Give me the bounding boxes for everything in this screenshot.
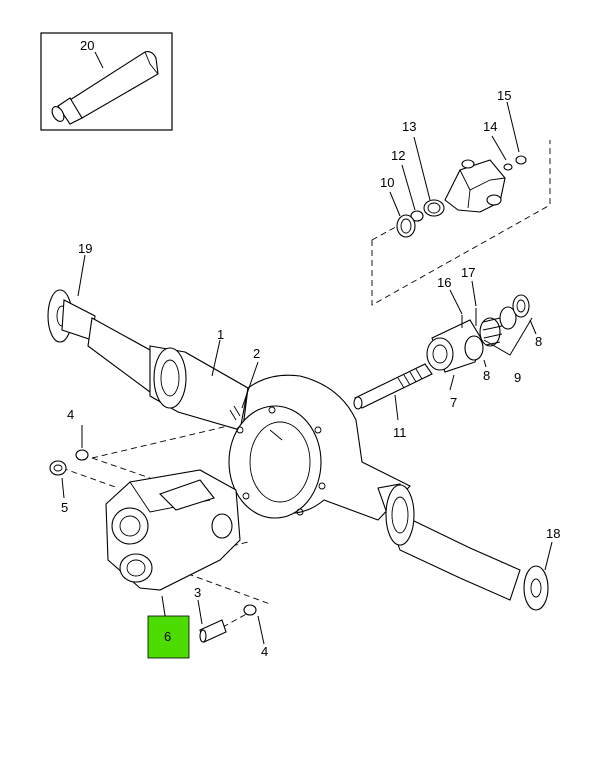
callout-7[interactable]: 7 — [450, 395, 457, 410]
item-6-highlight-box[interactable] — [147, 615, 190, 659]
callout-labels: 20 15 13 14 12 10 19 17 16 1 8 2 8 9 7 4… — [61, 38, 560, 659]
sealant-tube-inset — [40, 32, 173, 131]
callout-12[interactable]: 12 — [391, 148, 405, 163]
callout-13[interactable]: 13 — [402, 119, 416, 134]
callout-17[interactable]: 17 — [461, 265, 475, 280]
callout-14[interactable]: 14 — [483, 119, 497, 134]
axle-housing-center — [228, 374, 411, 521]
pinion-bearing-assembly — [426, 294, 533, 373]
differential-carrier — [105, 469, 241, 591]
callout-18[interactable]: 18 — [546, 526, 560, 541]
callout-3[interactable]: 3 — [194, 585, 201, 600]
callout-16[interactable]: 16 — [437, 275, 451, 290]
callout-8-right[interactable]: 8 — [535, 334, 542, 349]
callout-15[interactable]: 15 — [497, 88, 511, 103]
callout-1[interactable]: 1 — [217, 327, 224, 342]
leader-lines — [61, 101, 553, 645]
pinion-shaft — [353, 363, 433, 410]
callout-4-lower[interactable]: 4 — [261, 644, 268, 659]
fasteners — [49, 449, 257, 643]
callout-10[interactable]: 10 — [380, 175, 394, 190]
callout-5[interactable]: 5 — [61, 500, 68, 515]
callout-4-upper[interactable]: 4 — [67, 407, 74, 422]
callout-11[interactable]: 11 — [393, 425, 407, 440]
callout-9[interactable]: 9 — [514, 370, 521, 385]
callout-8[interactable]: 8 — [483, 368, 490, 383]
callout-6[interactable]: 6 — [164, 629, 171, 644]
callout-19[interactable]: 19 — [78, 241, 92, 256]
yoke-assembly — [396, 155, 527, 238]
right-axle-tube — [377, 483, 549, 611]
callout-2[interactable]: 2 — [253, 346, 260, 361]
pinion-carrier-dashed-box — [371, 140, 551, 306]
left-axle-tube — [47, 289, 249, 431]
callout-20[interactable]: 20 — [80, 38, 94, 53]
